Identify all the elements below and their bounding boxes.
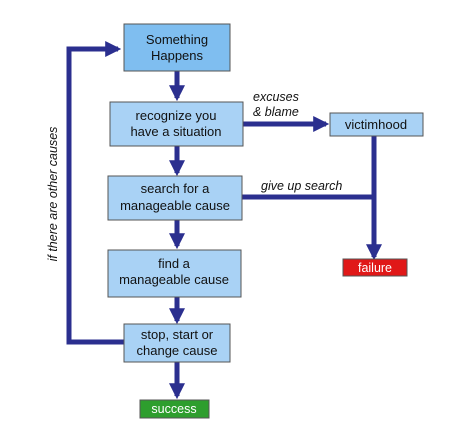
- node-find-cause: find a manageable cause: [107, 249, 242, 298]
- node-label: stop, start or: [141, 327, 214, 342]
- node-label: success: [151, 402, 196, 416]
- node-recognize-situation: recognize you have a situation: [109, 101, 244, 147]
- node-label: find a: [158, 256, 191, 271]
- node-label: change cause: [137, 343, 218, 358]
- node-label: Happens: [151, 48, 204, 63]
- node-label: manageable cause: [120, 198, 230, 213]
- node-label: manageable cause: [119, 272, 229, 287]
- node-label: victimhood: [345, 117, 407, 132]
- node-label: have a situation: [130, 124, 221, 139]
- edge-label-other-causes: if there are other causes: [46, 127, 60, 262]
- node-search-cause: search for a manageable cause: [107, 175, 243, 221]
- node-success: success: [139, 399, 210, 419]
- connectors: [66, 40, 383, 400]
- edge-label-excuses: excuses: [253, 90, 299, 104]
- node-label: failure: [358, 261, 392, 275]
- node-failure: failure: [342, 258, 408, 277]
- node-victimhood: victimhood: [329, 112, 424, 137]
- node-label: recognize you: [136, 108, 217, 123]
- edge-label-give-up-search: give up search: [261, 179, 342, 193]
- node-something-happens: Something Happens: [123, 23, 231, 72]
- edge-label-blame: & blame: [253, 105, 299, 119]
- node-stop-start-change: stop, start or change cause: [123, 323, 231, 363]
- node-label: search for a: [141, 181, 210, 196]
- arrow-loop-other-causes: [66, 40, 124, 345]
- node-label: Something: [146, 32, 208, 47]
